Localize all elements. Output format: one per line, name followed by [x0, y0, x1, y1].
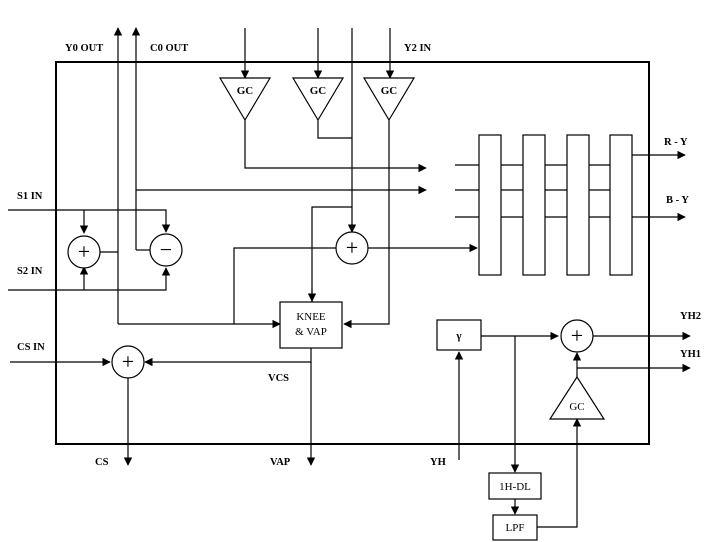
matrix-block-1 — [478, 134, 502, 276]
gc-amp-yh: GC — [548, 375, 606, 420]
s1-to-subtractor — [8, 209, 171, 233]
s2-to-subtractor — [8, 267, 171, 291]
label-yh: YH — [430, 457, 446, 468]
svg-text:+: + — [78, 239, 90, 264]
gc1-output — [244, 120, 427, 173]
label-cs-in: CS IN — [17, 342, 45, 353]
svg-text:GC: GC — [237, 85, 254, 97]
label-r-y: R - Y — [664, 137, 688, 148]
label-s1-in: S1 IN — [17, 191, 43, 202]
gamma-block: γ — [436, 319, 482, 351]
vcs-line — [144, 348, 312, 367]
gc-amp-3: GC — [362, 77, 416, 122]
subtractor: − — [149, 233, 183, 267]
gc-amp-1: GC — [218, 77, 272, 122]
label-yh2: YH2 — [680, 311, 701, 322]
matrix-block-2 — [522, 134, 546, 276]
label-vap: VAP — [270, 457, 291, 468]
lpf-to-gc — [537, 418, 582, 528]
svg-text:KNEE: KNEE — [296, 311, 326, 323]
matrix-block-4 — [609, 134, 633, 276]
label-cs: CS — [95, 457, 109, 468]
lpf-block: LPF — [492, 514, 538, 541]
cs-adder: + — [111, 345, 145, 379]
label-c0-out: C0 OUT — [150, 43, 188, 54]
label-vcs: VCS — [268, 373, 289, 384]
svg-text:+: + — [571, 323, 583, 348]
label-y0-out: Y0 OUT — [65, 43, 103, 54]
left-adder: + — [67, 235, 101, 269]
center-adder: + — [335, 231, 369, 265]
gc2-output — [317, 120, 352, 139]
bus-to-knee — [233, 247, 336, 324]
svg-text:& VAP: & VAP — [295, 326, 327, 338]
label-y2-in: Y2 IN — [404, 43, 432, 54]
knee-vap-block: KNEE & VAP — [279, 301, 343, 349]
svg-text:GC: GC — [569, 401, 584, 413]
gc-amp-2: GC — [291, 77, 345, 122]
svg-text:γ: γ — [455, 330, 461, 342]
svg-text:LPF: LPF — [506, 522, 525, 534]
center-feed-to-knee — [311, 206, 352, 312]
svg-text:+: + — [346, 235, 358, 260]
svg-text:GC: GC — [310, 85, 327, 97]
yh-adder: + — [560, 319, 594, 353]
label-yh1: YH1 — [680, 349, 701, 360]
matrix-block-3 — [566, 134, 590, 276]
svg-text:1H-DL: 1H-DL — [499, 481, 531, 493]
gc3-output — [343, 120, 390, 329]
svg-text:−: − — [160, 237, 172, 262]
label-b-y: B - Y — [666, 195, 689, 206]
svg-text:GC: GC — [381, 85, 398, 97]
svg-text:+: + — [122, 349, 134, 374]
delay-block: 1H-DL — [488, 472, 542, 500]
label-s2-in: S2 IN — [17, 266, 43, 277]
